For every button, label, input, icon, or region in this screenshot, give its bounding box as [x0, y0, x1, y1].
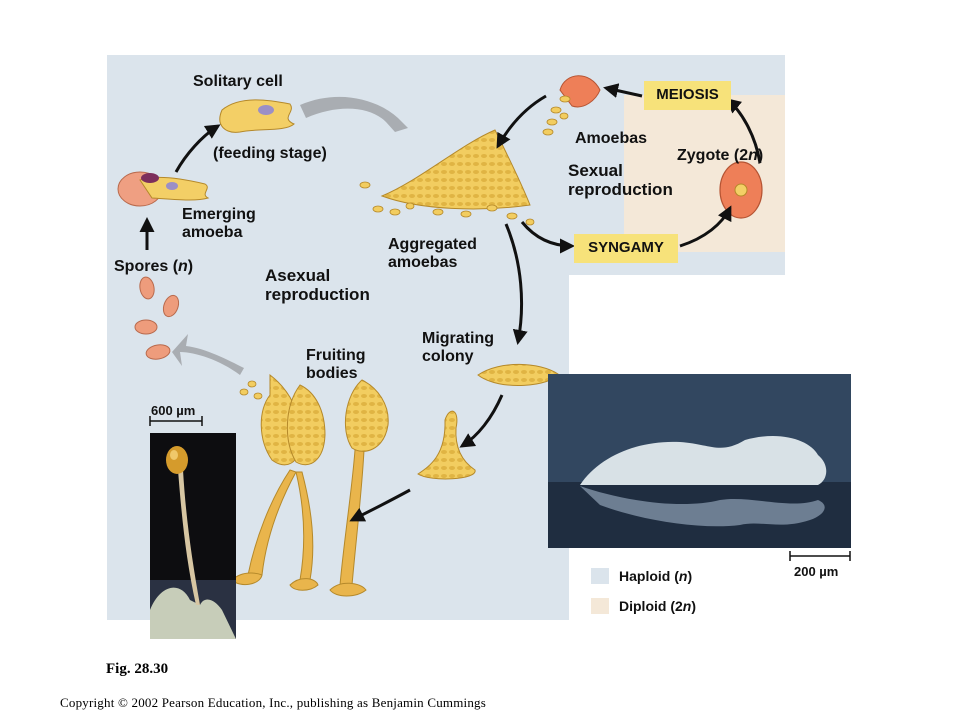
aggregated-to-migrating-arrow — [504, 223, 528, 345]
scale-bar-right — [789, 551, 851, 561]
feeding-to-aggregation-arrow — [300, 96, 408, 132]
migrating-colony-label-line1: Migrating — [422, 330, 494, 347]
copyright-notice: Copyright © 2002 Pearson Education, Inc.… — [60, 695, 486, 710]
scale-bar-left — [149, 416, 203, 426]
diploid-legend-text: Diploid (2n) — [619, 598, 697, 614]
feeding-stage-label: (feeding stage) — [213, 145, 327, 162]
meiosis-to-amoebas-arrow — [603, 83, 643, 98]
haploid-swatch — [591, 568, 609, 584]
amoebas-to-aggregated-arrow — [496, 94, 547, 149]
migrating-to-culminating-arrow — [459, 394, 504, 448]
legend-haploid: Haploid (n) — [591, 568, 692, 584]
sexual-reproduction-label-line1: Sexual — [568, 161, 623, 180]
migrating-colony-label-line2: colony — [422, 348, 474, 365]
diploid-swatch — [591, 598, 609, 614]
amoebas-label: Amoebas — [575, 130, 648, 147]
culminating-to-fruiting-arrow — [349, 488, 411, 522]
solitary-cell-label: Solitary cell — [193, 73, 283, 90]
aggregated-to-syngamy-arrow — [520, 221, 575, 254]
migrating-slug-photo — [548, 374, 851, 548]
emerging-amoeba-label-line2: amoeba — [182, 224, 243, 241]
aggregated-amoebas-label-line1: Aggregated — [388, 236, 477, 253]
emerging-amoeba-label-line1: Emerging — [182, 206, 256, 223]
scale-label-right: 200 µm — [794, 564, 839, 579]
scale-label-left: 600 µm — [151, 403, 196, 418]
legend-diploid: Diploid (2n) — [591, 598, 696, 614]
spores-illustration — [134, 276, 180, 360]
fruiting-bodies-illustration — [231, 373, 389, 597]
solitary-cell-illustration — [219, 99, 295, 133]
asexual-reproduction-label-line1: Asexual — [265, 266, 331, 285]
aggregated-amoebas-illustration — [359, 129, 535, 226]
emerging-amoeba-illustration — [117, 171, 210, 207]
culminating-colony-illustration — [417, 410, 476, 480]
emerging-to-solitary-arrow — [174, 124, 221, 173]
figure-label: Fig. 28.30 — [106, 661, 169, 677]
spores-label: Spores (n) — [114, 258, 194, 275]
zygote-to-meiosis-arrow — [725, 98, 762, 164]
haploid-legend-text: Haploid (n) — [619, 568, 693, 584]
syngamy-box: SYNGAMY — [574, 234, 678, 263]
fruiting-body-photo — [150, 433, 236, 639]
zygote-illustration — [719, 161, 763, 219]
fruiting-to-spores-arrow — [172, 334, 244, 375]
sexual-reproduction-label-line2: reproduction — [568, 180, 673, 199]
diploid-region — [624, 95, 785, 252]
amoebas-illustration — [542, 75, 601, 136]
syngamy-to-zygote-arrow — [679, 205, 732, 248]
fruiting-bodies-label-line2: bodies — [306, 365, 358, 382]
aggregated-amoebas-label-line2: amoebas — [388, 254, 458, 271]
meiosis-box: MEIOSIS — [644, 81, 731, 110]
fruiting-bodies-label-line1: Fruiting — [306, 347, 366, 364]
zygote-label: Zygote (2n) — [677, 147, 764, 164]
asexual-reproduction-label-line2: reproduction — [265, 285, 370, 304]
